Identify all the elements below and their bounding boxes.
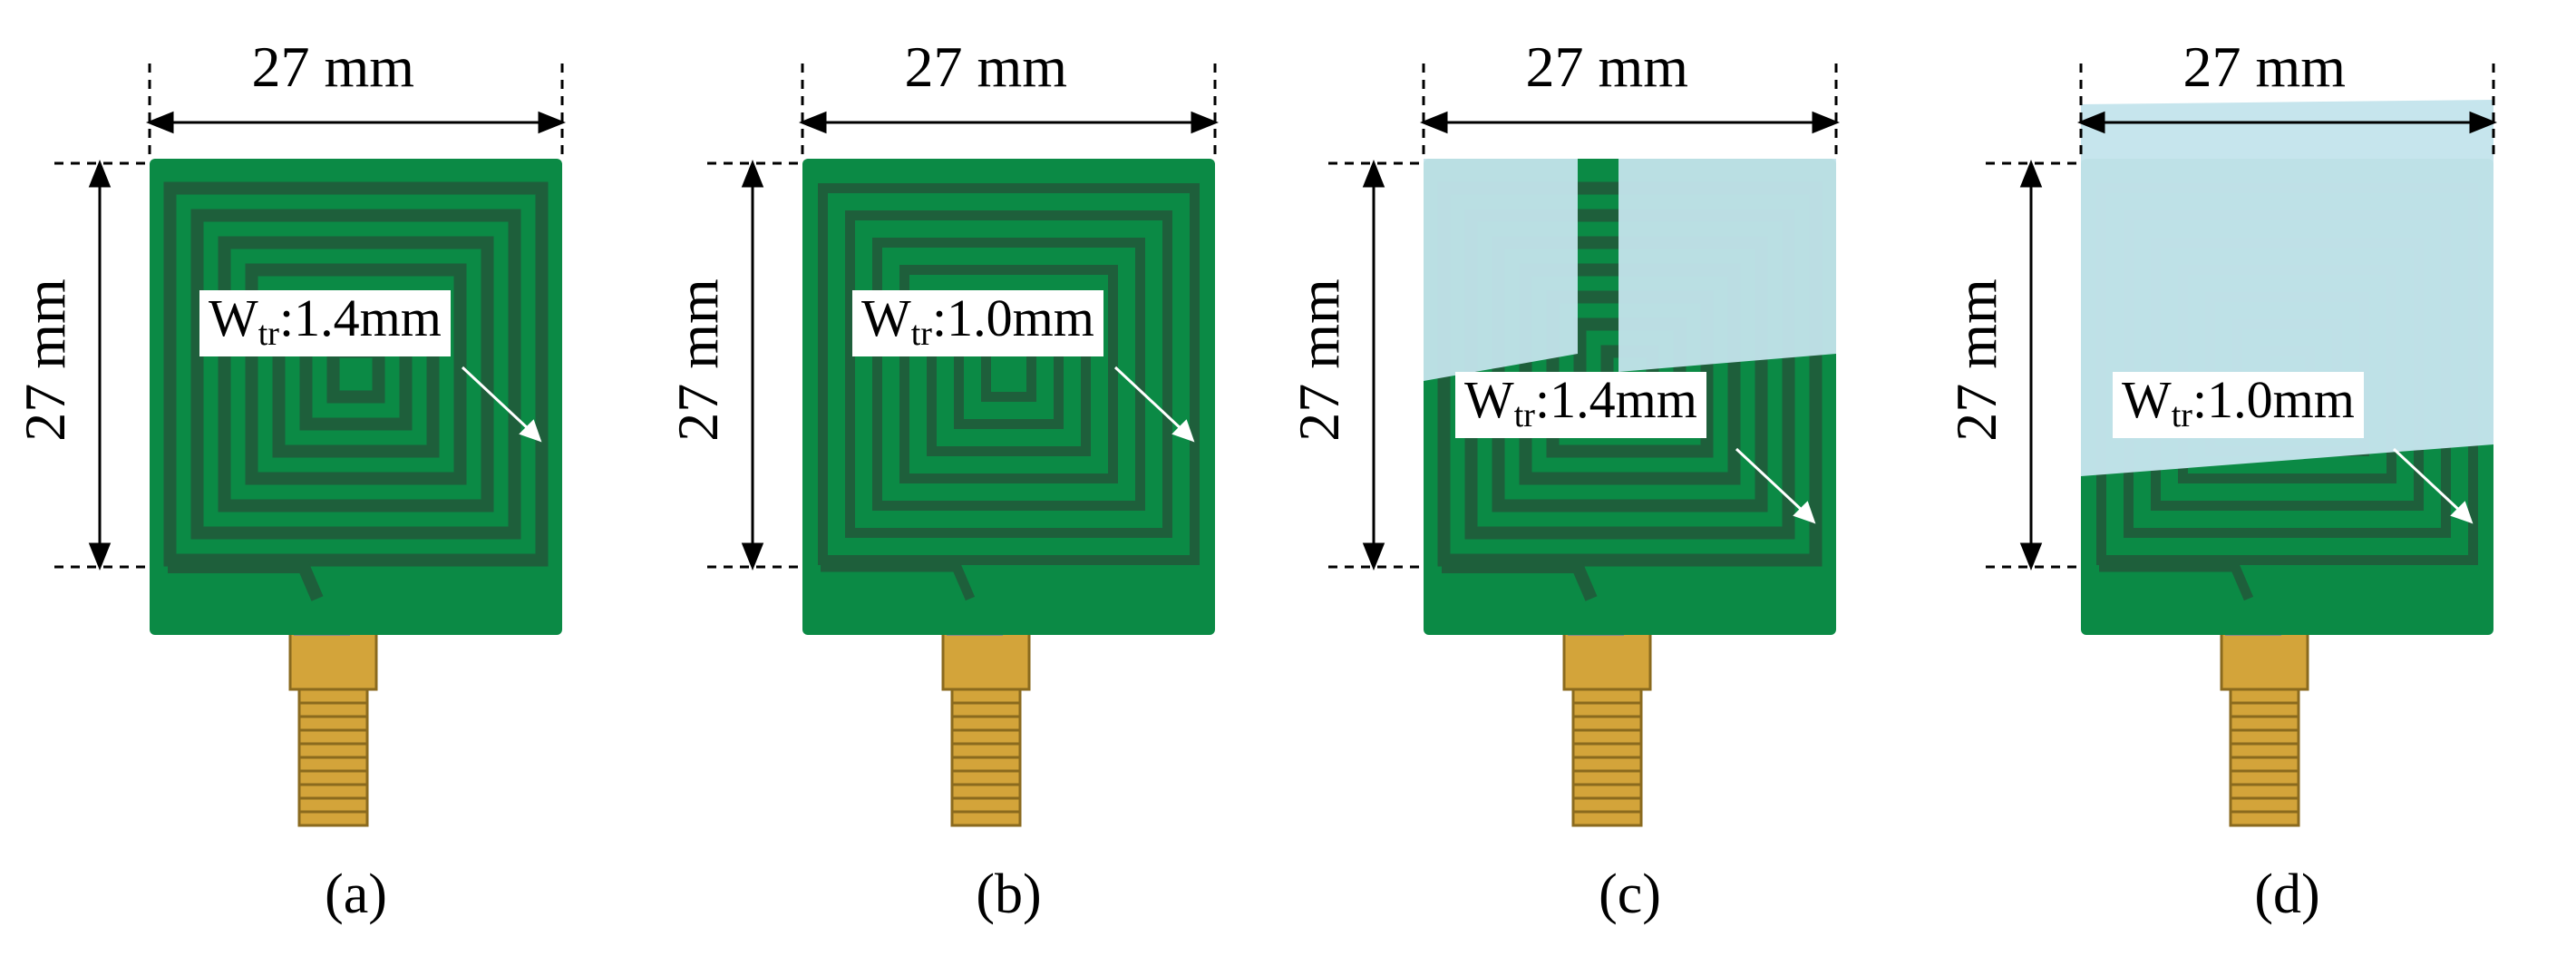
- width-dimension-label: 27 mm: [251, 34, 415, 99]
- dimension-lines: [707, 63, 1220, 571]
- panel-caption: (b): [976, 864, 1042, 925]
- height-dimension-label: 27 mm: [665, 278, 730, 442]
- sma-connector: [288, 598, 378, 827]
- panel-a: 27 mm 27 mm Wtr:1.4mm (a): [0, 0, 617, 966]
- pointer-arrow: [461, 366, 542, 443]
- spiral-coil: [818, 183, 1200, 601]
- height-dimension-label: 27 mm: [1943, 278, 2008, 442]
- pointer-arrow: [1735, 447, 1816, 524]
- width-dimension-label: 27 mm: [1525, 34, 1689, 99]
- width-dimension-label: 27 mm: [2182, 34, 2347, 99]
- masking-tape: [1424, 159, 1578, 381]
- height-dimension-label: 27 mm: [12, 278, 77, 442]
- panel-caption: (a): [325, 864, 387, 925]
- sma-connector: [2220, 598, 2309, 827]
- masking-tape: [1619, 159, 1836, 372]
- pointer-arrow: [2392, 447, 2474, 524]
- antenna-photo: [707, 63, 1220, 827]
- antenna-photo: [1328, 63, 1841, 827]
- antenna-photo: [54, 63, 567, 827]
- panel-caption: (d): [2254, 864, 2320, 925]
- panel-c: 27 mm 27 mm Wtr:1.4mm (c): [1274, 0, 1891, 966]
- panel-caption: (c): [1599, 864, 1661, 925]
- trace-width-label: Wtr:1.4mm: [199, 290, 451, 356]
- antenna-photo: [1986, 63, 2498, 827]
- panel-d: 27 mm 27 mm Wtr:1.0mm (d): [1931, 0, 2548, 966]
- width-dimension-label: 27 mm: [904, 34, 1068, 99]
- height-dimension-label: 27 mm: [1286, 278, 1351, 442]
- dimension-lines: [1986, 63, 2498, 571]
- dimension-lines: [1328, 63, 1841, 571]
- sma-connector: [1562, 598, 1652, 827]
- spiral-coil: [163, 181, 549, 601]
- pointer-arrow: [1113, 366, 1195, 443]
- dimension-lines: [54, 63, 567, 571]
- trace-width-label: Wtr:1.0mm: [2113, 372, 2364, 438]
- panel-b: 27 mm 27 mm Wtr:1.0mm (b): [653, 0, 1269, 966]
- trace-width-label: Wtr:1.4mm: [1455, 372, 1706, 438]
- trace-width-label: Wtr:1.0mm: [852, 290, 1103, 356]
